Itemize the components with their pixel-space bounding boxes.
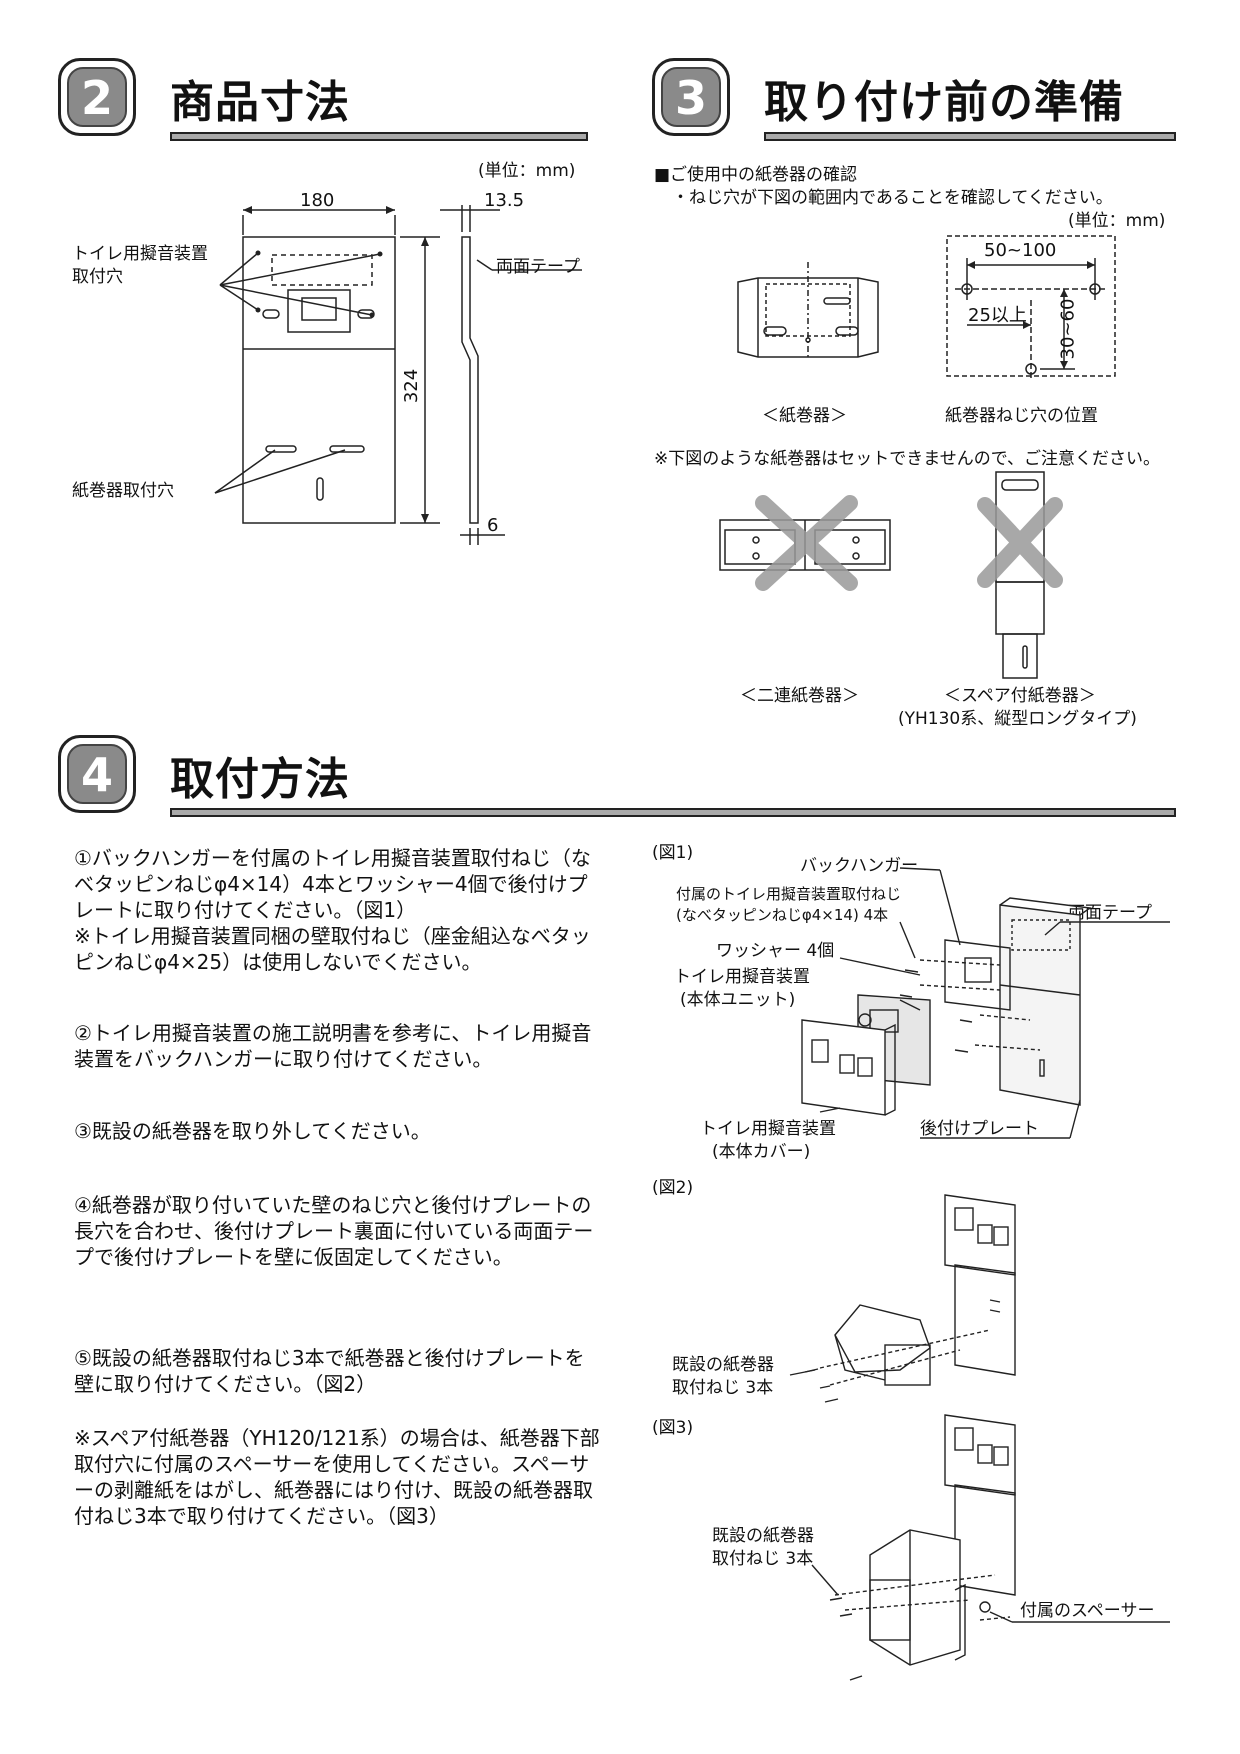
fig2-screws-label-2: 取付ねじ 3本 (672, 1378, 774, 1398)
section-2-title: 商品寸法 (170, 77, 350, 128)
check-heading: ■ご使用中の紙巻器の確認 (654, 165, 858, 185)
step-2-text: ②トイレ用擬音装置の施工説明書を参考に、トイレ用擬音装置をバックハンガーに取り付… (74, 1021, 592, 1071)
step-3-text: ③既設の紙巻器を取り外してください。 (74, 1119, 431, 1143)
fig1-unit-label-2: (本体ユニット) (680, 990, 796, 1010)
section-4-title: 取付方法 (170, 754, 350, 805)
dim-width: 180 (300, 190, 335, 211)
caption-paper-holder: ＜紙巻器＞ (762, 406, 847, 426)
step-1: ①バックハンガーを付属のトイレ用擬音装置取付ねじ（なべタッピンねじφ4×14）4… (74, 845, 604, 923)
step-5-text: ⑤既設の紙巻器取付ねじ3本で紙巻器と後付けプレートを壁に取り付けてください。（図… (74, 1346, 585, 1396)
warning-note: ※下図のような紙巻器はセットできませんので、ご注意ください。 (654, 449, 1161, 469)
section-2-number: 2 (67, 67, 127, 127)
section-3-rule (764, 132, 1176, 141)
caption-hole-position: 紙巻器ねじ穴の位置 (945, 406, 1098, 426)
section-2-badge: 2 (58, 58, 136, 136)
caption-spare-model: (YH130系、縦型ロングタイプ) (898, 709, 1137, 729)
dim-thickness: 13.5 (484, 190, 525, 211)
fig3-caption: (図3) (652, 1418, 694, 1438)
dim-50-100: 50~100 (984, 240, 1057, 261)
label-holes-line1: トイレ用擬音装置 (72, 244, 208, 264)
step-1-text: ①バックハンガーを付属のトイレ用擬音装置取付ねじ（なべタッピンねじφ4×14）4… (74, 846, 591, 922)
label-double-tape: 両面テープ (496, 257, 580, 277)
fig1-caption: (図1) (652, 843, 694, 863)
section-3-unit: (単位：mm) (1068, 211, 1166, 231)
section-2-unit: (単位：mm) (478, 161, 576, 181)
fig3-screws-label-2: 取付ねじ 3本 (712, 1549, 814, 1569)
step-2: ②トイレ用擬音装置の施工説明書を参考に、トイレ用擬音装置をバックハンガーに取り付… (74, 1020, 604, 1072)
section-3-badge: 3 (652, 58, 730, 136)
step-5-note: ※スペア付紙巻器（YH120/121系）の場合は、紙巻器下部取付穴に付属のスペー… (74, 1425, 604, 1529)
caption-double-holder: ＜二連紙巻器＞ (740, 686, 859, 706)
step-3: ③既設の紙巻器を取り外してください。 (74, 1118, 604, 1144)
dim-25-min: 25以上 (968, 305, 1027, 326)
fig1-plate-label: 後付けプレート (920, 1119, 1039, 1139)
fig1-screws-label-2: (なべタッピンねじφ4×14) 4本 (676, 906, 889, 924)
caption-spare-holder: ＜スペア付紙巻器＞ (944, 686, 1096, 706)
label-paper-holes: 紙巻器取付穴 (72, 481, 174, 501)
section-2-rule (170, 132, 588, 141)
section-4-badge: 4 (58, 735, 136, 813)
paper-holder-check-drawing (719, 235, 1116, 679)
step-5-note-text: ※スペア付紙巻器（YH120/121系）の場合は、紙巻器下部取付穴に付属のスペー… (74, 1426, 600, 1528)
fig2-screws-label-1: 既設の紙巻器 (672, 1355, 774, 1375)
fig1-screws-label-1: 付属のトイレ用擬音装置取付ねじ (676, 885, 902, 903)
fig3-spacer-label: 付属のスペーサー (1020, 1601, 1155, 1621)
section-4-rule (170, 808, 1176, 817)
label-holes-line2: 取付穴 (72, 267, 123, 287)
fig1-back-hanger-label: バックハンガー (800, 856, 919, 876)
product-dimension-drawing (214, 205, 582, 545)
section-3-title: 取り付け前の準備 (764, 77, 1124, 128)
step-1-note-text: ※トイレ用擬音装置同梱の壁取付ねじ（座金組込なべタッピンねじφ4×25）は使用し… (74, 924, 591, 974)
step-4: ④紙巻器が取り付いていた壁のねじ穴と後付けプレートの長穴を合わせ、後付けプレート… (74, 1192, 604, 1270)
fig1-cover-label-1: トイレ用擬音装置 (700, 1119, 836, 1139)
fig1-washer-label: ワッシャー 4個 (716, 941, 835, 961)
fig1-unit-label-1: トイレ用擬音装置 (674, 967, 810, 987)
step-5: ⑤既設の紙巻器取付ねじ3本で紙巻器と後付けプレートを壁に取り付けてください。（図… (74, 1345, 604, 1397)
check-note: ・ねじ穴が下図の範囲内であることを確認してください。 (672, 188, 1113, 208)
section-3-number: 3 (661, 67, 721, 127)
dim-bottom: 6 (487, 515, 499, 536)
fig2-caption: (図2) (652, 1178, 694, 1198)
fig3-screws-label-1: 既設の紙巻器 (712, 1526, 814, 1546)
step-4-text: ④紙巻器が取り付いていた壁のねじ穴と後付けプレートの長穴を合わせ、後付けプレート… (74, 1193, 594, 1269)
section-4-number: 4 (67, 744, 127, 804)
fig1-cover-label-2: (本体カバー) (712, 1142, 811, 1162)
step-1-note: ※トイレ用擬音装置同梱の壁取付ねじ（座金組込なべタッピンねじφ4×25）は使用し… (74, 923, 604, 975)
